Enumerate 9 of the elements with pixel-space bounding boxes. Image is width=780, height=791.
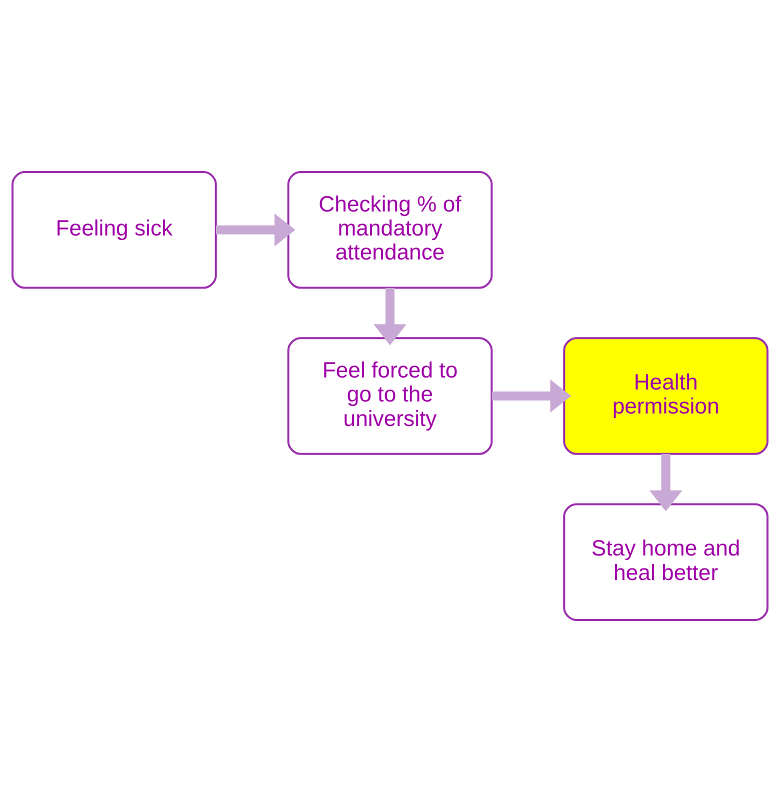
arrow xyxy=(649,453,682,511)
node-box: Health permission xyxy=(563,336,768,454)
arrow xyxy=(374,287,406,345)
node-box: Checking % of mandatory attendance xyxy=(287,170,493,288)
node-box: Stay home and heal better xyxy=(563,502,768,620)
arrow xyxy=(492,379,572,412)
node-box: Feeling sick xyxy=(12,170,217,288)
node-box: Feel forced to go to the university xyxy=(287,336,493,454)
arrow xyxy=(216,212,296,246)
